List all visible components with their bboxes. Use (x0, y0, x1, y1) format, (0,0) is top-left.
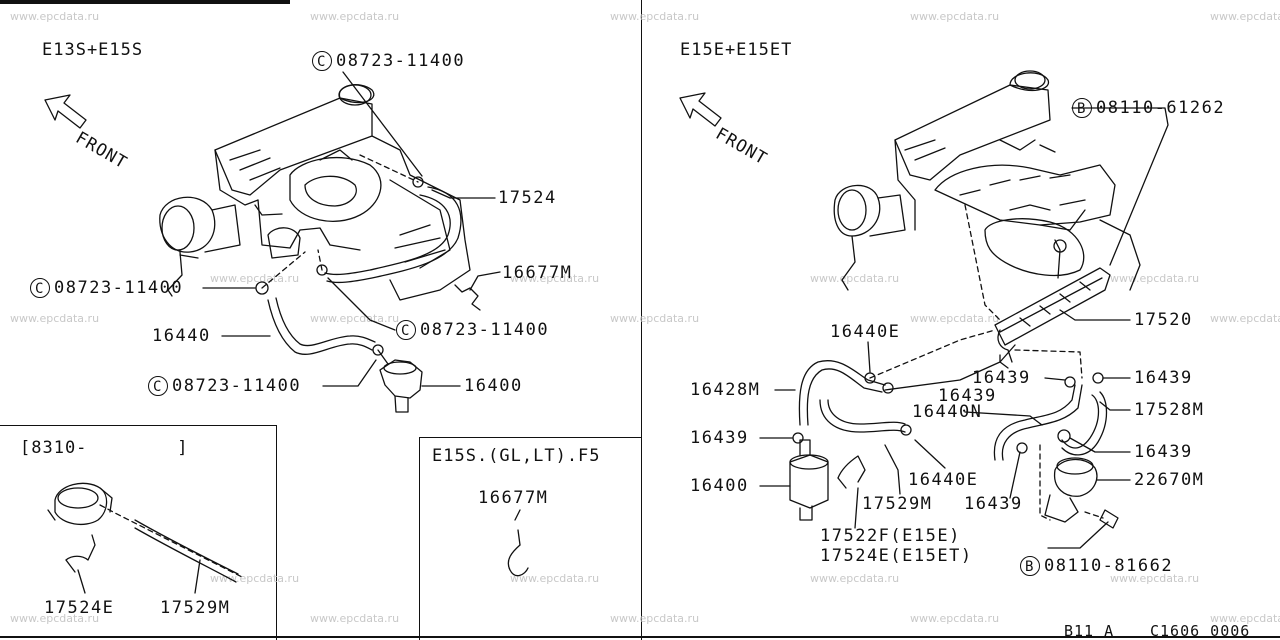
hose-17529m-label: 17529M (862, 494, 933, 514)
left-hose-17524 (325, 187, 461, 282)
left-hose-16440 (268, 298, 375, 354)
inset-8310-title: [8310- ] (20, 438, 189, 458)
inset-e15s-frame (419, 437, 642, 640)
bottom-rule (0, 636, 1280, 638)
clip-17522f-label: 17522F(E15E) (820, 526, 961, 546)
part-number: 08723-11400 (336, 51, 466, 71)
inset-8310-frame (0, 425, 277, 640)
watermark: www.epcdata.ru (1210, 312, 1280, 325)
part-number: 08723-11400 (54, 278, 184, 298)
watermark: www.epcdata.ru (1210, 10, 1280, 23)
hose-16440e-bottom-label: 16440E (908, 470, 979, 490)
part-16677m-label: 16677M (478, 488, 549, 508)
watermark: www.epcdata.ru (510, 272, 600, 285)
watermark: www.epcdata.ru (310, 312, 400, 325)
filter-16400-right-label: 16400 (690, 476, 749, 496)
watermark: www.epcdata.ru (210, 572, 300, 585)
hose-16428m-label: 16428M (690, 380, 761, 400)
footer-code: C1606 0006 (1150, 622, 1251, 640)
inset-e15s-title: E15S.(GL,LT).F5 (432, 446, 601, 466)
right-hoses (799, 345, 1106, 460)
watermark: www.epcdata.ru (810, 572, 900, 585)
watermark: www.epcdata.ru (10, 10, 100, 23)
watermark: www.epcdata.ru (610, 10, 700, 23)
right-dashed (870, 205, 1103, 520)
clamp-16439-f-label: 16439 (964, 494, 1023, 514)
right-panel-title: E15E+E15ET (680, 40, 793, 60)
clamp-16439-c-label: 16439 (938, 386, 997, 406)
left-engine-block (160, 85, 470, 300)
filter-16400-label: 16400 (464, 376, 523, 396)
part-number: 08723-11400 (172, 376, 302, 396)
left-panel-frame (641, 0, 642, 640)
watermark: www.epcdata.ru (910, 312, 1000, 325)
right-filter-16400 (790, 440, 828, 520)
left-connector-16677m (455, 285, 480, 310)
watermark: www.epcdata.ru (10, 612, 100, 625)
watermark: www.epcdata.ru (910, 10, 1000, 23)
watermark: www.epcdata.ru (610, 312, 700, 325)
front-arrow-right-icon (680, 93, 721, 126)
connector-16677m-label: 16677M (502, 263, 573, 283)
c-circle-icon: C (30, 278, 50, 298)
clip-17524e-label: 17524E(E15ET) (820, 546, 973, 566)
watermark: www.epcdata.ru (510, 572, 600, 585)
c-circle-icon: C (312, 51, 332, 71)
part-17524e-label: 17524E (44, 598, 115, 618)
right-engine-block (834, 71, 1140, 290)
clamp-16439-b-label: 16439 (1134, 368, 1193, 388)
part-number: 08723-11400 (420, 320, 550, 340)
hose-16440-label: 16440 (152, 326, 211, 346)
b-circle-icon: B (1072, 98, 1092, 118)
right-fuel-rail-17520 (995, 268, 1110, 362)
clamp-16439-a-label: 16439 (972, 368, 1031, 388)
c-circle-icon: C (396, 320, 416, 340)
part-17529m-label: 17529M (160, 598, 231, 618)
inset-8310-drawing (48, 483, 242, 593)
top-rule (0, 0, 290, 4)
right-leaders (760, 108, 1168, 548)
watermark: www.epcdata.ru (1110, 572, 1200, 585)
watermark: www.epcdata.ru (310, 10, 400, 23)
watermark: www.epcdata.ru (310, 612, 400, 625)
left-clips (256, 177, 423, 355)
front-arrow-left-icon (45, 95, 86, 128)
part-number: 08110-61262 (1096, 98, 1226, 118)
right-clip-17522f (838, 456, 865, 488)
b-circle-icon: B (1020, 556, 1040, 576)
watermark: www.epcdata.ru (910, 612, 1000, 625)
part-number: 08110-81662 (1044, 556, 1174, 576)
rail-17520-label: 17520 (1134, 310, 1193, 330)
regulator-22670m-label: 22670M (1134, 470, 1205, 490)
watermark: www.epcdata.ru (810, 272, 900, 285)
c-circle-icon: C (148, 376, 168, 396)
left-dashed (262, 155, 418, 288)
clamp-16439-e-label: 16439 (1134, 442, 1193, 462)
watermark: www.epcdata.ru (1210, 612, 1280, 625)
inset-e15s-drawing (508, 510, 528, 576)
footer-model: B11 A (1064, 622, 1115, 640)
left-panel-title: E13S+E15S (42, 40, 144, 60)
hose-17524-label: 17524 (498, 188, 557, 208)
right-clamps (793, 373, 1103, 453)
hose-16440n-label: 16440N (912, 402, 983, 422)
right-regulator-22670m (1045, 458, 1118, 528)
clamp-16439-d-label: 16439 (690, 428, 749, 448)
hose-17528m-label: 17528M (1134, 400, 1205, 420)
left-filter-16400 (378, 350, 422, 412)
left-leaders (203, 72, 500, 386)
hose-16440e-top-label: 16440E (830, 322, 901, 342)
watermark: www.epcdata.ru (610, 612, 700, 625)
watermark: www.epcdata.ru (1110, 272, 1200, 285)
watermark: www.epcdata.ru (10, 312, 100, 325)
